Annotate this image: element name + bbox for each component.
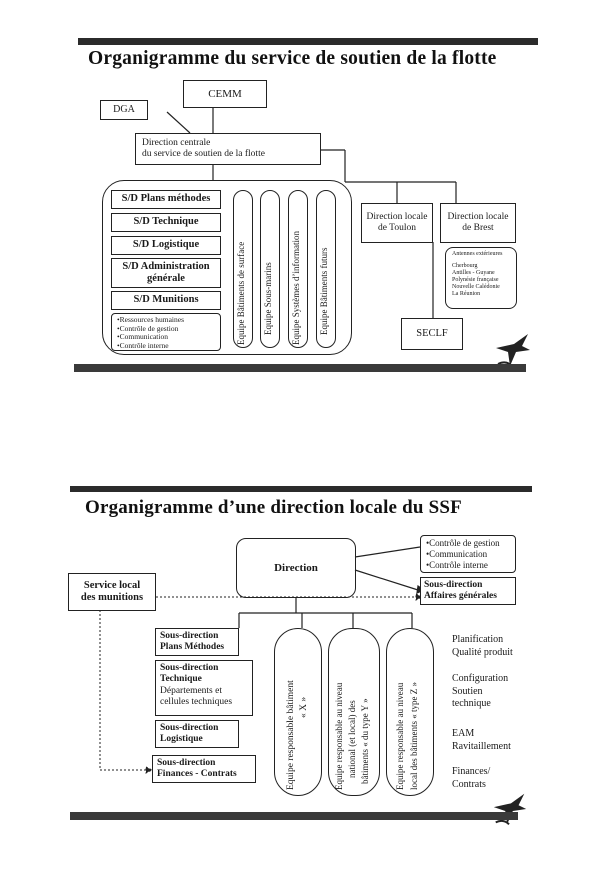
label-finances: Finances/ Contrats: [452, 766, 490, 791]
small-list-item: Contrôle de gestion: [117, 324, 184, 334]
slide-2-top-bar: [70, 486, 532, 492]
service-local-line-2: des munitions: [80, 592, 144, 603]
small-list: Ressources humaines Contrôle de gestion …: [117, 315, 184, 351]
equipe-pill-sous-marins: [260, 190, 280, 348]
direction-centrale-line-1: Direction centrale: [142, 138, 211, 149]
small-list-item: Ressources humaines: [117, 315, 184, 325]
label-configuration: Configuration Soutien technique: [452, 673, 508, 711]
service-local-box: Service local des munitions: [68, 573, 156, 611]
sd-plans-line-1: Sous-direction: [160, 631, 219, 642]
label-configuration-1: Configuration: [452, 673, 509, 684]
marine-logo-icon: [493, 793, 527, 825]
equipe-pill-si: [288, 190, 308, 348]
equipe-y-line-3: bâtiments « du type Y »: [360, 698, 370, 784]
toulon-line-2: de Toulon: [378, 223, 416, 233]
brest-line-1: Direction locale: [447, 212, 509, 223]
small-list-item: Contrôle interne: [117, 341, 184, 351]
direction-centrale-box: Direction centrale du service de soutien…: [135, 133, 321, 165]
top-right-list-item: Contrôle interne: [426, 560, 500, 571]
slide-1-top-bar: [78, 38, 538, 45]
slide-1-bottom-bar: [74, 364, 526, 372]
sd-affaires-line-1: Sous-direction: [424, 580, 483, 591]
antennes-box: Antennes extérieures Cherbourg Antilles …: [445, 247, 517, 309]
antennes-title: Antennes extérieures: [452, 251, 503, 257]
top-right-list-item: Communication: [426, 549, 500, 560]
label-planification-2: Qualité produit: [452, 646, 513, 658]
antenne-item: Antilles - Guyane: [452, 270, 495, 276]
label-eam: EAM Ravitaillement: [452, 728, 511, 753]
top-right-list-item: Contrôle de gestion: [426, 538, 500, 549]
label-planification: Planification Qualité produit: [452, 634, 513, 659]
toulon-line-1: Direction locale: [366, 212, 428, 223]
sd-finances-line-2: Finances - Contrats: [157, 769, 237, 779]
equipe-x-oval: [274, 628, 322, 796]
brest-line-2: de Brest: [462, 223, 494, 233]
label-finances-1: Finances/: [452, 766, 491, 777]
slide-2-title: Organigramme d’une direction locale du S…: [85, 497, 462, 518]
sd-plans-methodes: S/D Plans méthodes: [111, 190, 221, 209]
sd-plans-methodes-2: Sous-direction Plans Méthodes: [155, 628, 239, 656]
label-planification-1: Planification: [452, 634, 504, 645]
service-local-line-1: Service local: [83, 579, 141, 591]
small-list-item: Communication: [117, 333, 184, 342]
toulon-box: Direction locale de Toulon: [361, 203, 433, 243]
sd-affaires-line-2: Affaires générales: [424, 591, 497, 601]
seclf-box: SECLF: [401, 318, 463, 350]
sd-administration: S/D Administration générale: [111, 258, 221, 288]
top-right-list: Contrôle de gestion Communication Contrô…: [426, 538, 500, 570]
equipe-z-line-2: local des bâtiments « type Z »: [409, 682, 419, 790]
equipe-x-line-1: Equipe responsable bâtiment: [286, 680, 296, 790]
antenne-item: Polynésie française: [452, 277, 499, 283]
sd-logistique-line-1: Sous-direction: [160, 723, 219, 734]
label-eam-2: Ravitaillement: [452, 740, 511, 752]
small-list-box: Ressources humaines Contrôle de gestion …: [111, 313, 221, 351]
sd-logistique: S/D Logistique: [111, 236, 221, 255]
equipe-y-oval: [328, 628, 380, 796]
antenne-item: Nouvelle Calédonie: [452, 284, 500, 290]
equipe-x-line-2: « X »: [299, 696, 309, 718]
sd-plans-line-2: Plans Méthodes: [160, 642, 225, 652]
antenne-item: La Réunion: [452, 291, 481, 297]
antenne-item: Cherbourg: [452, 263, 478, 269]
equipe-z-line-1: Equipe responsable au niveau: [395, 682, 405, 790]
sd-logistique-2: Sous-direction Logistique: [155, 720, 239, 748]
equipe-y-line-2: national (et local) des: [347, 700, 357, 778]
sd-technique: S/D Technique: [111, 213, 221, 232]
direction-box: Direction: [236, 538, 356, 598]
sd-technique-sub-1: Départements et: [160, 685, 222, 696]
equipe-y-line-1: Equipe responsable au niveau: [334, 682, 344, 790]
direction-centrale-line-2: du service de soutien de la flotte: [142, 149, 265, 159]
top-right-list-box: Contrôle de gestion Communication Contrô…: [420, 535, 516, 573]
brest-box: Direction locale de Brest: [440, 203, 516, 243]
sd-munitions: S/D Munitions: [111, 291, 221, 310]
sd-affaires-generales: Sous-direction Affaires générales: [420, 577, 516, 605]
slide-2-bottom-bar: [70, 812, 518, 820]
equipe-pill-surface: [233, 190, 253, 348]
sd-finances-contrats: Sous-direction Finances - Contrats: [152, 755, 256, 783]
sd-administration-line-1: S/D Administration: [122, 260, 210, 272]
sd-finances-line-1: Sous-direction: [157, 758, 216, 769]
sd-technique-line-1: Sous-direction: [160, 663, 219, 673]
label-configuration-2: Soutien: [452, 685, 483, 697]
cemm-box: CEMM: [183, 80, 267, 108]
label-configuration-3: technique: [452, 698, 491, 709]
central-group-frame: [102, 180, 352, 355]
dga-box: DGA: [100, 100, 148, 120]
sd-logistique-line-2: Logistique: [160, 734, 203, 744]
label-finances-2: Contrats: [452, 778, 486, 790]
slide-1-title: Organigramme du service de soutien de la…: [88, 48, 497, 69]
sd-technique-2: Sous-direction Technique Départements et…: [155, 660, 253, 716]
sd-technique-line-2: Technique: [160, 674, 202, 685]
sd-technique-sub-2: cellules techniques: [160, 697, 233, 708]
label-eam-1: EAM: [452, 728, 475, 739]
equipe-z-oval: [386, 628, 434, 796]
sd-administration-line-2: générale: [147, 273, 185, 284]
equipe-pill-futurs: [316, 190, 336, 348]
